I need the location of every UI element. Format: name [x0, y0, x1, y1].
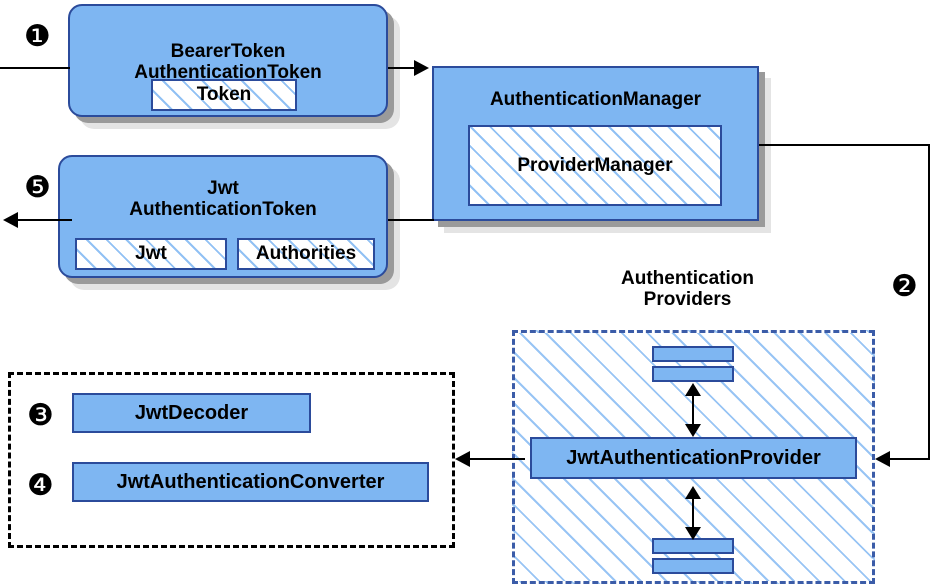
jwt-authentication-provider-label: JwtAuthenticationProvider: [566, 447, 821, 469]
jwt-token-inner-jwt: Jwt: [75, 238, 227, 270]
provider-manager-label: ProviderManager: [517, 154, 673, 176]
jwt-token-title-line2: AuthenticationToken: [129, 198, 317, 220]
step-marker-3: ❸: [27, 398, 54, 433]
connector-provider-top-link: [692, 392, 694, 428]
arrowhead-response-out: [3, 212, 18, 228]
authentication-manager-title: AuthenticationManager: [489, 89, 702, 110]
jwt-token-inner-jwt-label: Jwt: [135, 243, 167, 264]
arrowhead-provider-top-down: [685, 424, 701, 437]
authentication-providers-caption-line2: Providers: [643, 289, 732, 311]
jwt-token-inner-authorities: Authorities: [237, 238, 375, 270]
connector-manager-to-provider-bottom: [890, 458, 930, 460]
step-marker-5: ❺: [24, 170, 51, 205]
jwt-token-title-line1: Jwt: [207, 177, 239, 199]
provider-placeholder-bar-top-1: [652, 346, 734, 362]
bearer-token-title-line1: BearerToken: [170, 40, 286, 62]
connector-provider-bottom-link: [692, 495, 694, 531]
arrowhead-into-support: [455, 451, 470, 467]
bearer-token-inner-token: Token: [151, 79, 297, 111]
provider-manager-box: ProviderManager: [468, 125, 722, 206]
connector-provider-to-support: [470, 458, 525, 460]
arrowhead-token-to-manager: [414, 60, 429, 76]
step-marker-4: ❹: [27, 468, 54, 503]
jwt-authentication-converter-node: JwtAuthenticationConverter: [72, 462, 429, 502]
jwt-token-inner-authorities-label: Authorities: [255, 243, 357, 264]
provider-placeholder-bar-top-2: [652, 366, 734, 382]
connector-manager-to-jwt-token: [388, 219, 434, 221]
step-marker-2: ❷: [891, 269, 918, 304]
jwt-decoder-node: JwtDecoder: [72, 393, 311, 433]
arrowhead-provider-top-up: [685, 383, 701, 396]
jwt-authentication-converter-label: JwtAuthenticationConverter: [116, 471, 385, 493]
authentication-providers-caption-line1: Authentication: [621, 268, 754, 289]
bearer-token-inner-token-label: Token: [196, 84, 252, 105]
connector-request-in: [0, 67, 70, 69]
jwt-decoder-label: JwtDecoder: [134, 402, 249, 424]
connector-response-out: [18, 219, 72, 221]
connector-manager-to-provider-vertical: [928, 144, 930, 459]
jwt-authentication-provider-node: JwtAuthenticationProvider: [530, 437, 857, 479]
arrowhead-into-provider: [875, 451, 890, 467]
connector-manager-to-provider-top: [759, 144, 930, 146]
connector-token-to-manager: [388, 67, 420, 69]
provider-placeholder-bar-bottom-2: [652, 558, 734, 574]
bearer-token-title-line2: AuthenticationToken: [134, 61, 322, 83]
arrowhead-provider-bottom-down: [685, 527, 701, 540]
step-marker-1: ❶: [24, 19, 51, 54]
authentication-providers-caption: Authentication Providers: [600, 268, 775, 311]
arrowhead-provider-bottom-up: [685, 486, 701, 499]
provider-placeholder-bar-bottom-1: [652, 538, 734, 554]
